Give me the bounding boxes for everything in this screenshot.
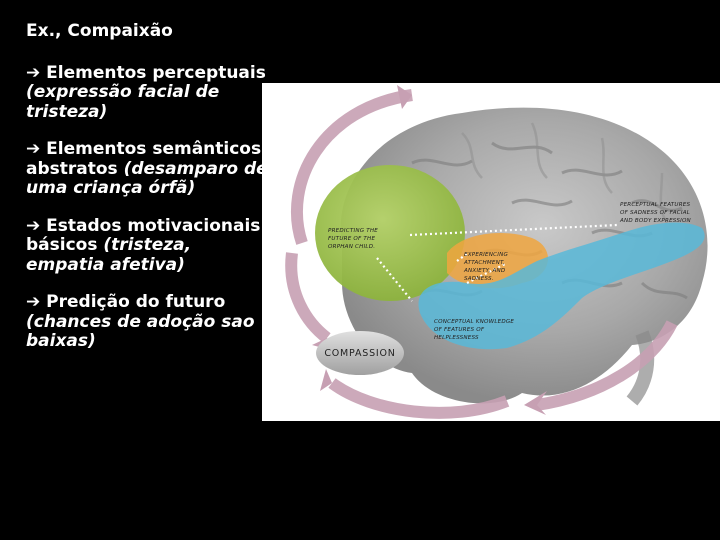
cycle-arrows <box>285 85 678 419</box>
svg-text:HELPLESSNESS: HELPLESSNESS <box>434 335 479 341</box>
compassion-label: COMPASSION <box>324 348 395 359</box>
bullet-semantic: ➔ Elementos semânticos abstratos (desamp… <box>26 139 271 199</box>
bullet-heading: Estados motivacionais básicos <box>26 215 261 255</box>
svg-text:OF FEATURES OF: OF FEATURES OF <box>434 327 485 333</box>
bullet-heading: Predição do futuro <box>46 292 226 312</box>
arrow-icon: ➔ <box>26 139 41 159</box>
svg-text:PERCEPTUAL FEATURES: PERCEPTUAL FEATURES <box>620 202 691 208</box>
bullet-heading: Elementos semânticos abstratos <box>26 139 262 179</box>
svg-text:ANXIETY, AND: ANXIETY, AND <box>463 268 506 274</box>
svg-text:PREDICTING THE: PREDICTING THE <box>328 228 378 234</box>
svg-text:FUTURE OF THE: FUTURE OF THE <box>328 236 375 242</box>
svg-text:EXPERIENCING: EXPERIENCING <box>464 252 508 258</box>
arrow-icon: ➔ <box>26 62 41 83</box>
svg-text:OF SADNESS OF FACIAL: OF SADNESS OF FACIAL <box>620 210 690 216</box>
label-perceptual: PERCEPTUAL FEATURES OF SADNESS OF FACIAL… <box>619 202 692 224</box>
label-conceptual: CONCEPTUAL KNOWLEDGE OF FEATURES OF HELP… <box>434 319 514 341</box>
bullet-detail: (tristeza, empatia afetiva) <box>26 235 192 275</box>
arrow-icon: ➔ <box>26 215 41 236</box>
svg-text:ATTACHMENT,: ATTACHMENT, <box>463 260 505 266</box>
compassion-node: COMPASSION <box>316 331 404 375</box>
svg-text:SADNESS.: SADNESS. <box>464 276 494 282</box>
svg-text:ORPHAN CHILD.: ORPHAN CHILD. <box>328 244 375 250</box>
label-predicting: PREDICTING THE FUTURE OF THE ORPHAN CHIL… <box>328 228 378 250</box>
bullet-detail: (expressão facial de tristeza) <box>26 82 220 122</box>
title-label: Ex., Compaixão <box>26 21 173 41</box>
label-experiencing: EXPERIENCING ATTACHMENT, ANXIETY, AND SA… <box>463 252 508 282</box>
brain-figure: COMPASSION PREDICTING THE FUTURE OF THE … <box>262 83 720 421</box>
bullet-detail: (chances de adoção sao baixas) <box>26 311 255 351</box>
bullet-detail: (desamparo de uma criança órfã) <box>26 158 268 198</box>
prefrontal-region <box>315 165 465 301</box>
bullet-perceptual: ➔ Elementos perceptuais (expressão facia… <box>26 62 271 123</box>
arrow-icon: ➔ <box>26 292 41 312</box>
svg-text:CONCEPTUAL KNOWLEDGE: CONCEPTUAL KNOWLEDGE <box>434 319 514 325</box>
brain-diagram: COMPASSION PREDICTING THE FUTURE OF THE … <box>285 85 708 419</box>
text-column: Ex., Compaixão ➔ Elementos perceptuais (… <box>26 21 271 370</box>
connector-lines <box>376 223 618 302</box>
svg-text:AND BODY EXPRESSION: AND BODY EXPRESSION <box>619 218 692 224</box>
bullet-heading: Elementos perceptuais <box>46 62 266 83</box>
bullet-prediction: ➔ Predição do futuro (chances de adoção … <box>26 292 271 352</box>
temporal-region <box>418 222 705 350</box>
slide-title: Ex., Compaixão <box>26 21 271 42</box>
bullet-motivational: ➔ Estados motivacionais básicos (tristez… <box>26 215 271 276</box>
